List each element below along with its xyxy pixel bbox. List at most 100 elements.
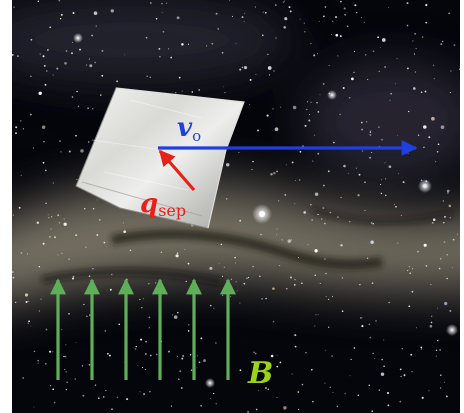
star: [170, 56, 173, 59]
star: [291, 161, 294, 164]
star: [116, 80, 119, 83]
star: [123, 230, 127, 234]
star: [223, 266, 225, 268]
star: [306, 108, 308, 111]
star: [372, 50, 375, 53]
star: [370, 130, 372, 132]
star: [230, 278, 233, 281]
star: [48, 217, 50, 219]
star: [176, 355, 178, 357]
star: [52, 388, 55, 391]
star: [44, 83, 47, 86]
star: [319, 94, 321, 96]
star: [377, 126, 380, 129]
star: [446, 277, 448, 280]
star: [141, 307, 143, 309]
star: [189, 354, 192, 356]
star: [143, 393, 146, 396]
field-label: B: [247, 356, 273, 391]
star: [324, 382, 326, 384]
star: [92, 268, 94, 270]
star: [452, 238, 455, 241]
star: [94, 384, 97, 386]
star: [265, 297, 267, 300]
star: [380, 179, 383, 181]
star: [450, 70, 452, 72]
star: [148, 283, 150, 285]
star: [430, 321, 433, 324]
star: [160, 251, 163, 253]
star: [360, 317, 362, 319]
star: [365, 121, 368, 123]
star: [431, 315, 433, 317]
star: [425, 3, 428, 7]
star: [12, 54, 14, 56]
star: [209, 266, 213, 270]
star: [413, 53, 416, 55]
star: [239, 68, 242, 71]
star: [397, 135, 398, 137]
star: [291, 373, 293, 375]
star: [332, 391, 334, 393]
star: [399, 400, 402, 403]
star: [225, 163, 230, 167]
star: [77, 105, 80, 108]
star: [27, 300, 29, 302]
star: [301, 282, 303, 284]
star: [217, 28, 219, 30]
star: [388, 301, 390, 304]
star: [340, 244, 343, 247]
star: [149, 76, 152, 79]
star: [209, 304, 212, 307]
star: [129, 249, 132, 251]
star: [247, 276, 250, 279]
star: [304, 124, 307, 127]
star: [409, 272, 412, 275]
star: [210, 397, 212, 399]
star: [412, 87, 416, 90]
velocity-vector: vo: [158, 113, 418, 156]
star: [361, 128, 364, 131]
star: [184, 248, 186, 250]
star: [44, 362, 47, 365]
star: [68, 258, 70, 260]
star: [75, 134, 77, 137]
star: [116, 396, 118, 398]
star: [224, 92, 226, 94]
star: [275, 37, 277, 39]
star: [356, 11, 358, 14]
star: [368, 323, 371, 326]
star: [410, 353, 413, 356]
star: [430, 284, 432, 286]
star: [375, 320, 377, 322]
star: [33, 406, 35, 408]
star: [111, 273, 113, 276]
star: [58, 222, 61, 224]
star: [310, 368, 313, 371]
star: [137, 365, 139, 367]
star: [74, 378, 76, 380]
star: [321, 218, 323, 220]
star: [65, 389, 67, 391]
star: [325, 295, 327, 297]
star: [26, 253, 29, 255]
star: [402, 181, 405, 184]
star: [149, 2, 152, 4]
star: [378, 70, 380, 72]
diagram-frame: vo qsep B: [12, 0, 460, 413]
star: [181, 90, 183, 92]
star: [411, 371, 413, 373]
star: [68, 313, 70, 315]
star: [235, 43, 237, 45]
star: [431, 221, 434, 224]
star: [272, 287, 275, 290]
star: [298, 179, 301, 181]
star: [220, 243, 223, 246]
star: [283, 0, 285, 2]
star: [243, 20, 245, 22]
star: [215, 342, 217, 344]
star: [187, 330, 190, 332]
star: [63, 355, 65, 358]
star: [49, 350, 52, 353]
star: [387, 404, 390, 407]
